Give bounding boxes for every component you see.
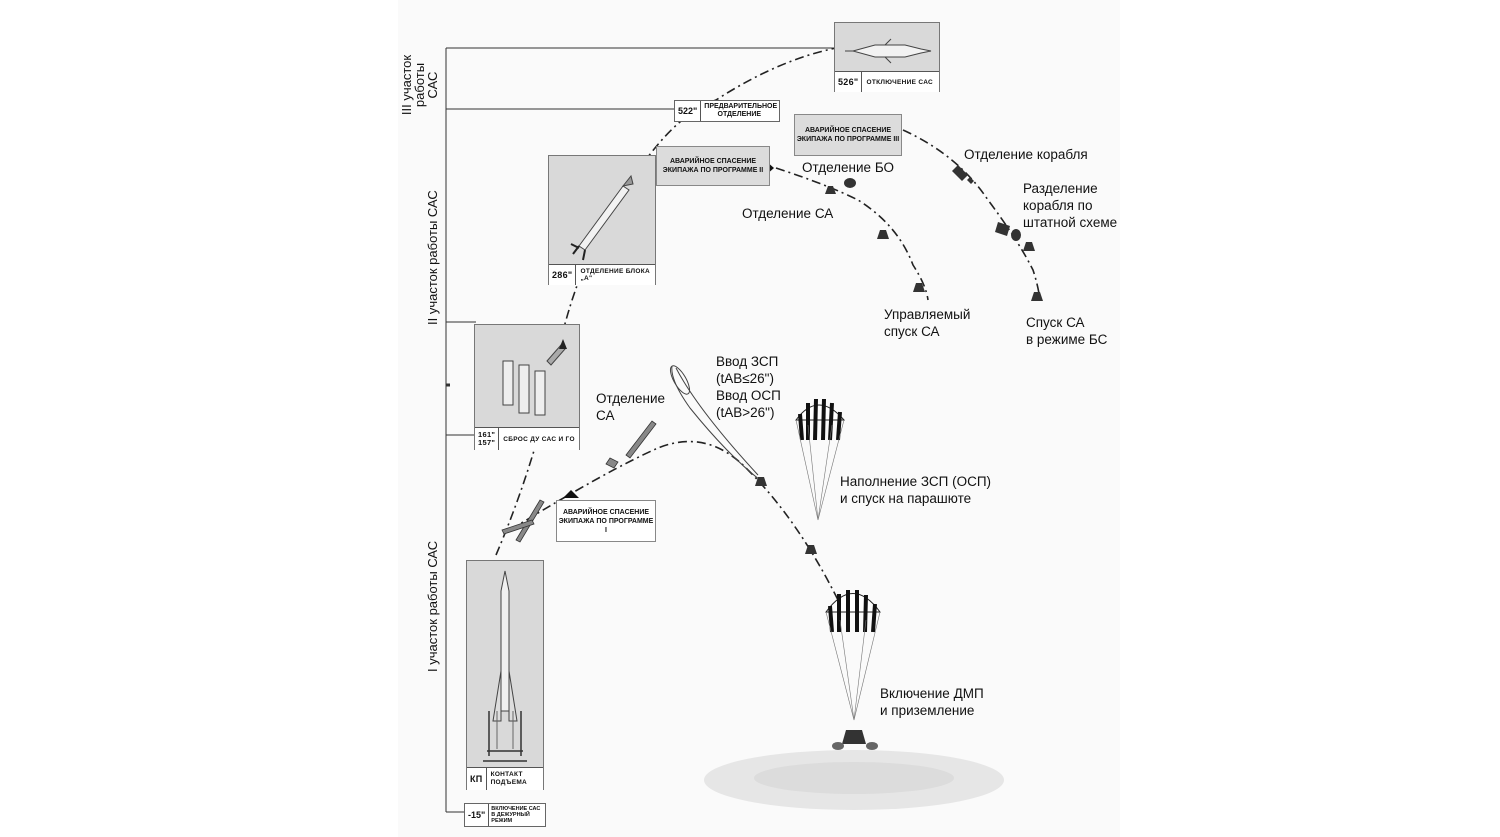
- ship-separating-2: [967, 177, 974, 184]
- capsule-ship-3: [1023, 242, 1035, 251]
- launch-rocket-icon: [483, 570, 527, 762]
- rocket-abort-fins: [501, 519, 535, 535]
- event-caption-kp: КОНТАКТ ПОДЪЕМА: [490, 771, 528, 786]
- event-box-522: 522" ПРЕДВАРИТЕЛЬНОЕ ОТДЕЛЕНИЕ: [674, 100, 780, 122]
- program-2-box: АВАРИЙНОЕ СПАСЕНИЕ ЭКИПАЖА ПО ПРОГРАММЕ …: [656, 146, 770, 186]
- spacecraft-icon: [845, 38, 932, 64]
- rocket-abort-sa: [625, 420, 657, 459]
- label-zsp-osp: Ввод ЗСП (tАВ≤26") Ввод ОСП (tАВ>26"): [716, 354, 781, 420]
- event-box-161: 161" 157" СБРОС ДУ САС и ГО: [474, 324, 580, 450]
- capsule-sa-2: [913, 283, 925, 292]
- capsule-bs: [1031, 292, 1043, 301]
- label-separation-sa-top: Отделение СА: [742, 206, 834, 221]
- event-caption-286: ОТДЕЛЕНИЕ БЛОКА „А": [580, 268, 651, 282]
- label-landing: Включение ДМП и приземление: [880, 686, 984, 718]
- label-split-ship: Разделение корабля по штатной схеме: [1023, 181, 1118, 230]
- ascent-trajectory: [495, 47, 837, 556]
- event-box-286: 286" ОТДЕЛЕНИЕ БЛОКА „А": [548, 155, 656, 285]
- capsule-bo: [825, 186, 836, 194]
- streamer-canopy: [669, 365, 691, 395]
- parachute-upper: [795, 398, 846, 521]
- parachute-lower: [825, 590, 881, 750]
- abort-trajectory-2: [775, 167, 929, 301]
- prog1-pointer: [563, 490, 579, 498]
- event-time-161: 161": [478, 430, 496, 439]
- capsules: [755, 165, 1043, 554]
- trajectory-diagram: [445, 47, 1043, 813]
- event-box-15: -15" ВКЛЮЧЕНИЕ САС В ДЕЖУРНЫЙ РЕЖИМ: [464, 803, 546, 827]
- rocket-sketches: [501, 420, 657, 543]
- capsule-sa-1: [877, 230, 889, 239]
- label-descent-bs: Спуск СА в режиме БС: [1026, 315, 1108, 347]
- label-fill-parachute: Наполнение ЗСП (ОСП) и спуск на парашюте: [840, 474, 992, 506]
- streamer-line-2: [671, 365, 761, 481]
- zone1-label: I участок работы САС: [425, 540, 440, 672]
- rocket-stage-icon: [570, 174, 634, 261]
- event-time-522: 522": [675, 101, 702, 121]
- label-separation-sa-low: Отделение СА: [596, 391, 666, 423]
- event-time-157: 157": [478, 438, 496, 447]
- label-controlled-descent: Управляемый спуск СА: [884, 307, 971, 339]
- event-time-526: 526": [835, 72, 863, 92]
- event-caption-161: СБРОС ДУ САС и ГО: [503, 435, 575, 443]
- diagram-page: III участок работы САС II участок работы…: [398, 0, 1120, 837]
- capsule-bo-2: [844, 178, 856, 188]
- event-caption-522: ПРЕДВАРИТЕЛЬНОЕ ОТДЕЛЕНИЕ: [704, 103, 778, 118]
- streamer-line: [675, 367, 759, 476]
- event-time-286: 286": [549, 265, 577, 285]
- booster-separation-icon: [502, 339, 567, 416]
- label-separation-ship: Отделение корабля: [964, 147, 1088, 162]
- label-separation-bo: Отделение БО: [802, 160, 895, 175]
- event-caption-526: ОТКЛЮЧЕНИЕ САС: [866, 78, 934, 86]
- program-3-box: АВАРИЙНОЕ СПАСЕНИЕ ЭКИПАЖА ПО ПРОГРАММЕ …: [794, 114, 902, 156]
- ground-shadow-inner: [754, 762, 954, 794]
- capsule-ship-1: [995, 222, 1010, 236]
- event-time-kp: КП: [467, 768, 487, 790]
- event-box-launch: КП КОНТАКТ ПОДЪЕМА: [466, 560, 544, 790]
- capsule-ship-2: [1011, 229, 1021, 241]
- zone2-label: II участок работы САС: [425, 190, 440, 325]
- capsule-1: [755, 477, 767, 486]
- rocket-abort-piece: [605, 457, 619, 469]
- event-time-15: -15": [465, 804, 490, 826]
- event-caption-15: ВКЛЮЧЕНИЕ САС В ДЕЖУРНЫЙ РЕЖИМ: [491, 806, 541, 824]
- program-1-box: АВАРИЙНОЕ СПАСЕНИЕ ЭКИПАЖА ПО ПРОГРАММЕ …: [556, 500, 656, 542]
- zone3-label: III участок работы САС: [399, 54, 440, 116]
- abort-trajectory-1: [509, 440, 839, 601]
- ship-separating: [952, 165, 968, 181]
- event-box-526: 526" ОТКЛЮЧЕНИЕ САС: [834, 22, 940, 92]
- capsule-2: [805, 545, 817, 554]
